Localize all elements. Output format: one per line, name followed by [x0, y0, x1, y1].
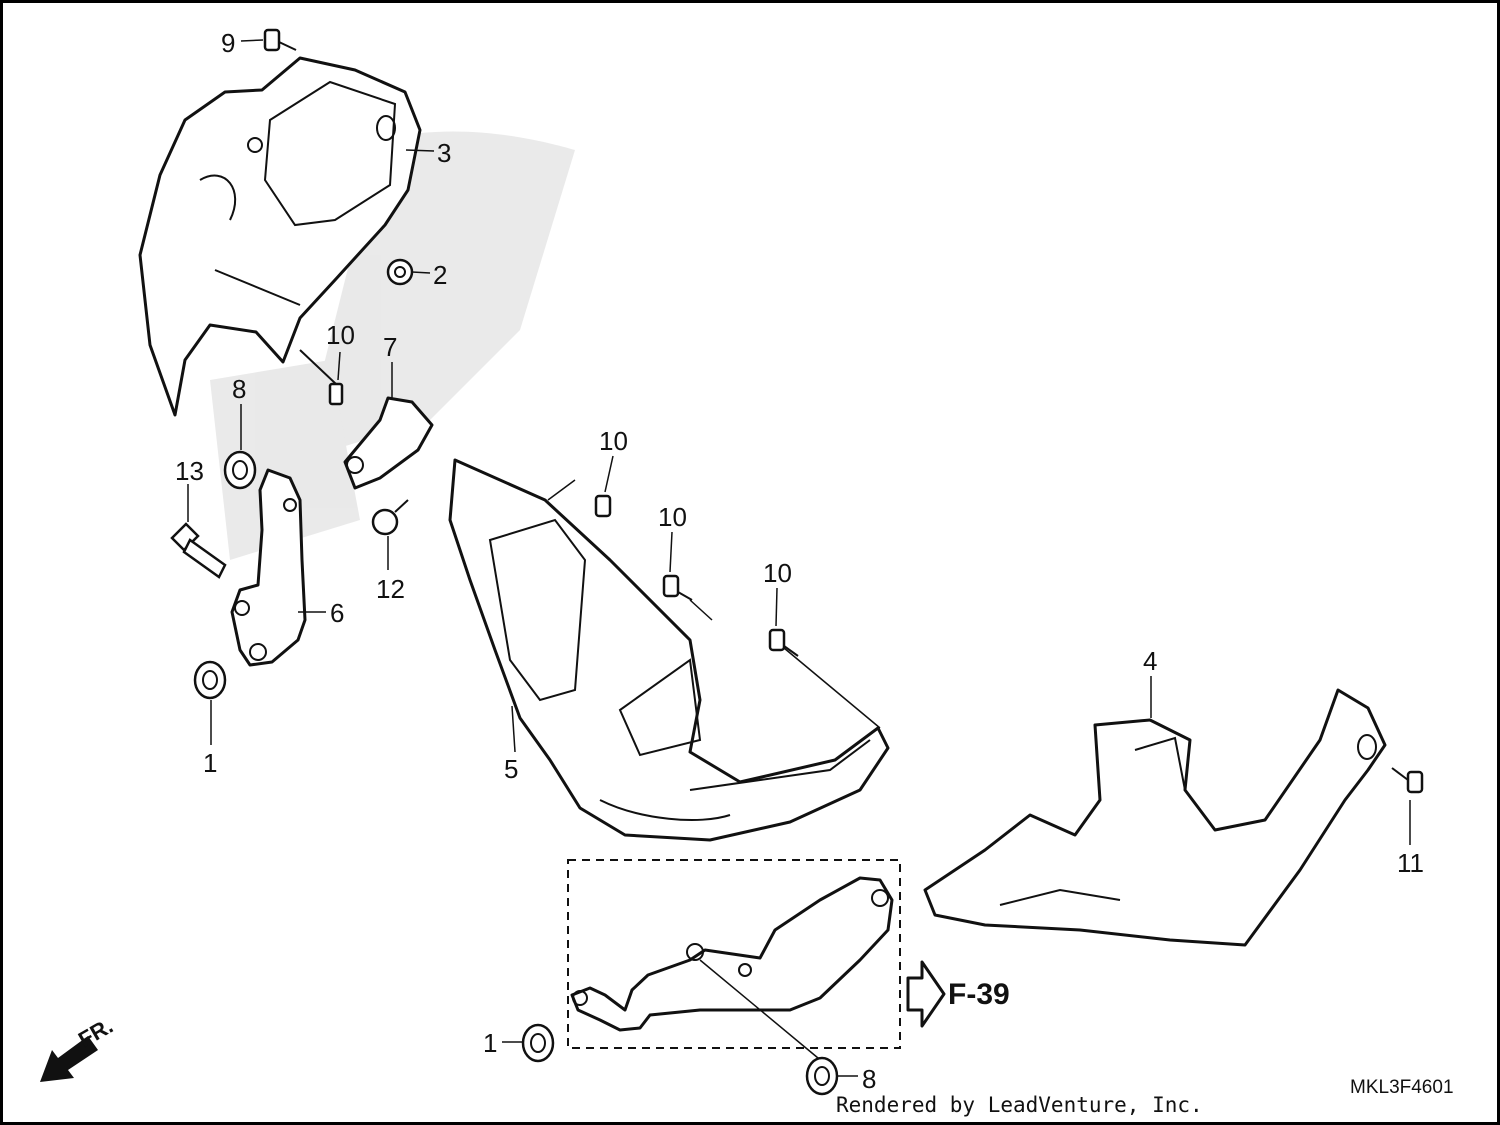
grommet-8-lower[interactable] — [805, 1056, 839, 1096]
callout-6: 6 — [330, 598, 344, 628]
hardware-items[interactable] — [170, 28, 1424, 1096]
callout-1a: 1 — [203, 748, 217, 778]
callout-3: 3 — [437, 138, 451, 168]
credit-text: Rendered by LeadVenture, Inc. — [836, 1093, 1203, 1117]
callout-10a: 10 — [326, 320, 355, 350]
screw-10-cowl-a[interactable] — [594, 494, 612, 518]
callout-5: 5 — [504, 754, 518, 784]
callout-8a: 8 — [232, 374, 246, 404]
callout-11: 11 — [1397, 848, 1424, 878]
reference-arrow[interactable]: F-39 — [906, 960, 1010, 1028]
diagram-code: MKL3F4601 — [1350, 1077, 1454, 1098]
under-cover-part-4[interactable] — [923, 688, 1387, 947]
callout-9: 9 — [221, 28, 235, 58]
optional-bracket-group[interactable] — [567, 859, 901, 1049]
callout-1b: 1 — [483, 1028, 497, 1058]
screw-10-cowl-b[interactable] — [662, 574, 693, 601]
screw-11[interactable] — [1391, 767, 1424, 794]
callout-10b: 10 — [599, 426, 628, 456]
nut-12[interactable] — [371, 499, 409, 536]
bracket-part-7[interactable] — [343, 396, 434, 490]
front-direction-indicator: FR. — [40, 1013, 117, 1082]
callout-13: 13 — [175, 456, 204, 486]
bolt-13[interactable] — [170, 522, 227, 579]
upper-cover-part-3[interactable] — [138, 56, 422, 417]
nut-2[interactable] — [386, 258, 414, 286]
callout-10d: 10 — [763, 558, 792, 588]
callout-4: 4 — [1143, 646, 1157, 676]
grommet-8-upper[interactable] — [223, 450, 257, 490]
screw-10-upper[interactable] — [299, 349, 344, 406]
callout-8b: 8 — [862, 1064, 876, 1094]
callout-2: 2 — [433, 260, 447, 290]
reference-label: F-39 — [948, 978, 1010, 1011]
lower-cowl-part-5[interactable] — [448, 458, 890, 842]
front-arrow-icon — [40, 1036, 98, 1082]
callout-10c: 10 — [658, 502, 687, 532]
grommet-1-upper[interactable] — [193, 660, 227, 700]
callout-labels: 9 3 2 10 7 8 13 12 6 1 10 10 10 5 4 11 1… — [175, 28, 1424, 1094]
stay-part-6[interactable] — [230, 468, 307, 667]
grommet-1-lower[interactable] — [521, 1023, 555, 1063]
screw-10-cowl-c[interactable] — [768, 628, 799, 657]
callout-12: 12 — [376, 574, 405, 604]
callout-7: 7 — [383, 332, 397, 362]
leader-lines — [187, 39, 1411, 1077]
screw-9[interactable] — [263, 28, 297, 52]
